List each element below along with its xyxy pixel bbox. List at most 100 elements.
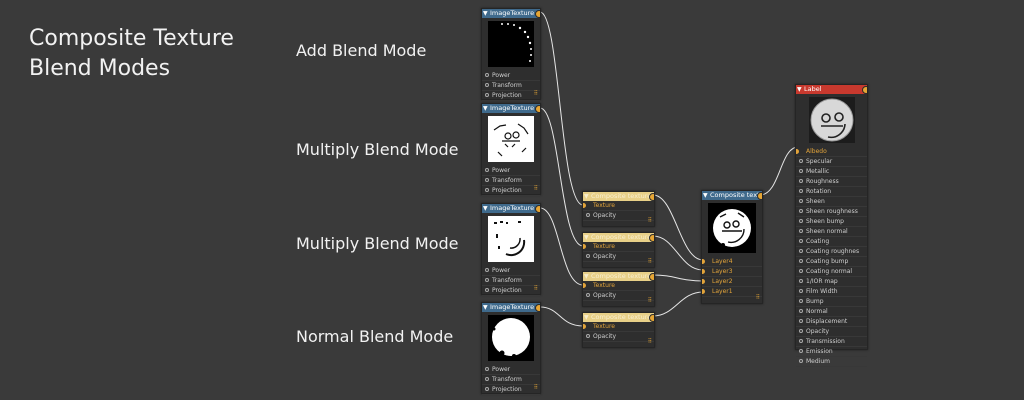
pin-sheen-roughness[interactable]: Sheen roughness [796, 207, 867, 217]
output-socket[interactable] [649, 273, 654, 281]
pin-rotation[interactable]: Rotation [796, 187, 867, 197]
pin-roughness[interactable]: Roughness [796, 177, 867, 187]
pin-transform[interactable]: Transform [482, 81, 540, 91]
pin-projection[interactable]: Projection [482, 91, 540, 101]
output-socket[interactable] [535, 205, 540, 213]
collapse-triangle-icon[interactable]: ▼ [483, 10, 488, 17]
glyph-pattern-image [493, 123, 529, 157]
image-texture-node-4[interactable]: ▼ ImageTexture Power Transform Projectio… [481, 302, 541, 395]
node-header[interactable]: ▼ ImageTexture [482, 9, 540, 18]
collapse-triangle-icon[interactable]: ▼ [584, 314, 589, 321]
layer-node-3[interactable]: ▼ Composite texture Texture Opacity ⠿ [582, 271, 655, 307]
pin-transmission[interactable]: Transmission [796, 337, 867, 347]
pin-opacity[interactable]: Opacity [583, 211, 654, 221]
pin-specular[interactable]: Specular [796, 157, 867, 167]
pin-coating-bump[interactable]: Coating bump [796, 257, 867, 267]
layer-node-1[interactable]: ▼ Composite texture Texture Opacity ⠿ [582, 191, 655, 227]
output-socket[interactable] [862, 86, 867, 94]
composite-result-image [713, 209, 751, 250]
wire-layer1-to-composite [652, 194, 704, 261]
pin-film-width[interactable]: Film Width [796, 287, 867, 297]
collapse-triangle-icon[interactable]: ▼ [584, 273, 589, 280]
pin-projection[interactable]: Projection [482, 186, 540, 196]
node-header[interactable]: ▼ Label [796, 85, 867, 94]
pin-displacement[interactable]: Displacement [796, 317, 867, 327]
pin-projection[interactable]: Projection [482, 286, 540, 296]
pin-layer3[interactable]: Layer3 [702, 267, 762, 277]
composite-texture-node[interactable]: ▼ Composite text Layer4 Layer3 Layer2 La… [701, 190, 763, 304]
pin-power[interactable]: Power [482, 71, 540, 81]
pin-sheen-normal[interactable]: Sheen normal [796, 227, 867, 237]
pin-coating-roughness[interactable]: Coating roughnes [796, 247, 867, 257]
collapse-triangle-icon[interactable]: ▼ [483, 304, 488, 311]
resize-grip-icon[interactable]: ⠿ [647, 297, 652, 304]
resize-grip-icon[interactable]: ⠿ [755, 294, 760, 301]
pin-texture[interactable]: Texture [583, 281, 654, 291]
node-header[interactable]: ▼ Composite texture [583, 272, 654, 281]
image-texture-node-3[interactable]: ▼ ImageTexture Power Transform Projectio… [481, 203, 541, 296]
collapse-triangle-icon[interactable]: ▼ [703, 192, 708, 199]
output-socket[interactable] [757, 192, 762, 200]
pin-opacity[interactable]: Opacity [796, 327, 867, 337]
pin-power[interactable]: Power [482, 166, 540, 176]
material-preview [808, 97, 855, 143]
pin-sheen[interactable]: Sheen [796, 197, 867, 207]
layer-node-2[interactable]: ▼ Composite texture Texture Opacity ⠿ [582, 232, 655, 268]
resize-grip-icon[interactable]: ⠿ [647, 338, 652, 345]
output-socket[interactable] [649, 314, 654, 322]
pin-layer2[interactable]: Layer2 [702, 277, 762, 287]
pin-transform[interactable]: Transform [482, 375, 540, 385]
collapse-triangle-icon[interactable]: ▼ [797, 86, 802, 93]
pin-ior-map[interactable]: 1/IOR map [796, 277, 867, 287]
node-header[interactable]: ▼ ImageTexture [482, 104, 540, 113]
collapse-triangle-icon[interactable]: ▼ [483, 205, 488, 212]
node-header[interactable]: ▼ Composite texture [583, 192, 654, 201]
pin-bump[interactable]: Bump [796, 297, 867, 307]
pin-power[interactable]: Power [482, 266, 540, 276]
image-texture-node-1[interactable]: ▼ ImageTexture Power Transform Projectio… [481, 8, 541, 101]
pin-projection[interactable]: Projection [482, 385, 540, 395]
collapse-triangle-icon[interactable]: ▼ [584, 193, 589, 200]
output-socket[interactable] [535, 10, 540, 18]
pin-layer1[interactable]: Layer1 [702, 287, 762, 297]
resize-grip-icon[interactable]: ⠿ [647, 258, 652, 265]
pin-transform[interactable]: Transform [482, 276, 540, 286]
node-header[interactable]: ▼ ImageTexture [482, 204, 540, 213]
output-socket[interactable] [535, 105, 540, 113]
node-header[interactable]: ▼ Composite texture [583, 233, 654, 242]
label-material-node[interactable]: ▼ Label Albedo Specular Metallic Roughne… [795, 84, 868, 367]
pin-opacity[interactable]: Opacity [583, 291, 654, 301]
collapse-triangle-icon[interactable]: ▼ [584, 234, 589, 241]
node-header[interactable]: ▼ Composite texture [583, 313, 654, 322]
pin-power[interactable]: Power [482, 365, 540, 375]
pin-transform[interactable]: Transform [482, 176, 540, 186]
output-socket[interactable] [535, 304, 540, 312]
pin-medium[interactable]: Medium [796, 357, 867, 367]
node-header[interactable]: ▼ ImageTexture [482, 303, 540, 312]
pin-sheen-bump[interactable]: Sheen bump [796, 217, 867, 227]
layer-node-4[interactable]: ▼ Composite texture Texture Opacity ⠿ [582, 312, 655, 348]
resize-grip-icon[interactable]: ⠿ [533, 384, 538, 391]
pin-coating-normal[interactable]: Coating normal [796, 267, 867, 277]
output-socket[interactable] [649, 193, 654, 201]
texture-preview [708, 203, 756, 253]
pin-albedo[interactable]: Albedo [796, 147, 867, 157]
pin-texture[interactable]: Texture [583, 201, 654, 211]
pin-layer4[interactable]: Layer4 [702, 257, 762, 267]
resize-grip-icon[interactable]: ⠿ [647, 217, 652, 224]
node-header[interactable]: ▼ Composite text [702, 191, 762, 200]
output-socket[interactable] [649, 234, 654, 242]
pin-opacity[interactable]: Opacity [583, 252, 654, 262]
pin-emission[interactable]: Emission [796, 347, 867, 357]
pin-texture[interactable]: Texture [583, 242, 654, 252]
image-texture-node-2[interactable]: ▼ ImageTexture Power Transform Projectio… [481, 103, 541, 196]
pin-normal[interactable]: Normal [796, 307, 867, 317]
collapse-triangle-icon[interactable]: ▼ [483, 105, 488, 112]
resize-grip-icon[interactable]: ⠿ [533, 185, 538, 192]
pin-coating[interactable]: Coating [796, 237, 867, 247]
pin-opacity[interactable]: Opacity [583, 332, 654, 342]
resize-grip-icon[interactable]: ⠿ [533, 285, 538, 292]
pin-metallic[interactable]: Metallic [796, 167, 867, 177]
pin-texture[interactable]: Texture [583, 322, 654, 332]
resize-grip-icon[interactable]: ⠿ [533, 90, 538, 97]
